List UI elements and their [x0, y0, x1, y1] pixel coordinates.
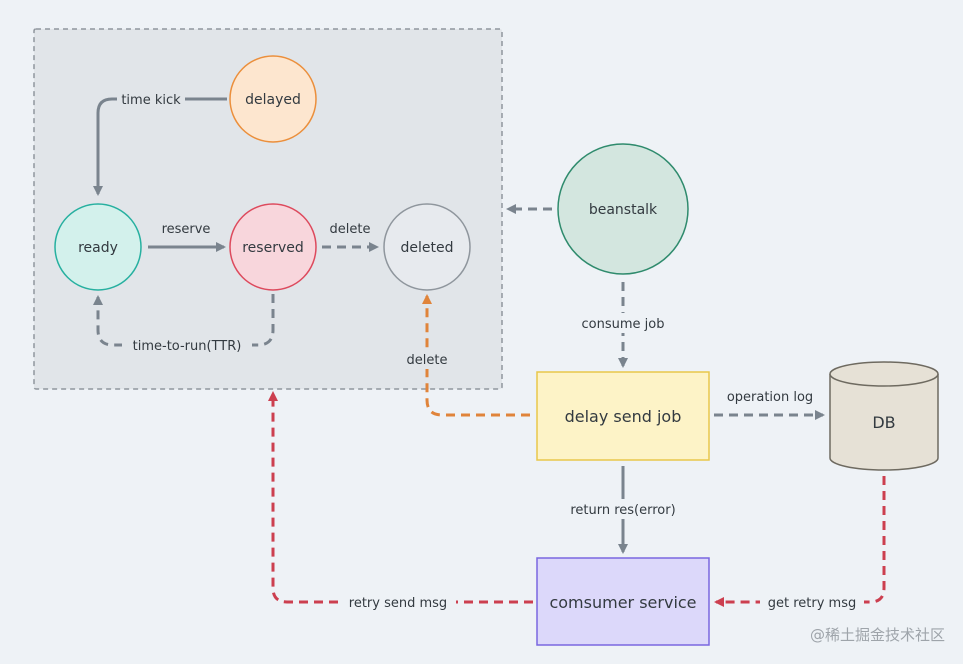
node-delay-send-job: delay send job [536, 371, 710, 461]
label-return-res: return res(error) [570, 503, 675, 518]
node-consumer-service: comsumer service [536, 557, 710, 646]
node-delayed: delayed [229, 55, 317, 143]
label-time-kick: time kick [121, 93, 181, 108]
node-deleted-label: deleted [401, 240, 454, 256]
node-beanstalk-label: beanstalk [589, 202, 658, 218]
node-delay-send-job-label: delay send job [565, 407, 682, 426]
node-db-label: DB [872, 413, 895, 432]
edge-time-kick [93, 97, 227, 196]
edge-retry-send-msg [268, 391, 533, 604]
node-reserved-label: reserved [242, 240, 304, 256]
edge-delete-job [422, 294, 530, 417]
label-consume-job: consume job [582, 317, 665, 332]
node-delayed-label: delayed [245, 92, 301, 108]
label-reserve: reserve [162, 222, 211, 237]
node-ready-label: ready [78, 240, 118, 256]
node-db: DB [829, 361, 939, 471]
node-consumer-service-label: comsumer service [549, 593, 696, 612]
label-operation-log: operation log [727, 390, 813, 405]
label-ttr: time-to-run(TTR) [133, 339, 242, 354]
label-get-retry-msg: get retry msg [768, 596, 857, 611]
node-reserved: reserved [229, 203, 317, 291]
label-delete-state: delete [330, 222, 371, 237]
edge-get-retry-msg [714, 476, 886, 607]
watermark: @稀土掘金技术社区 [810, 626, 945, 644]
node-beanstalk: beanstalk [557, 143, 689, 275]
node-ready: ready [54, 203, 142, 291]
label-delete-job: delete [407, 353, 448, 368]
node-deleted: deleted [383, 203, 471, 291]
label-retry-send-msg: retry send msg [349, 596, 447, 611]
